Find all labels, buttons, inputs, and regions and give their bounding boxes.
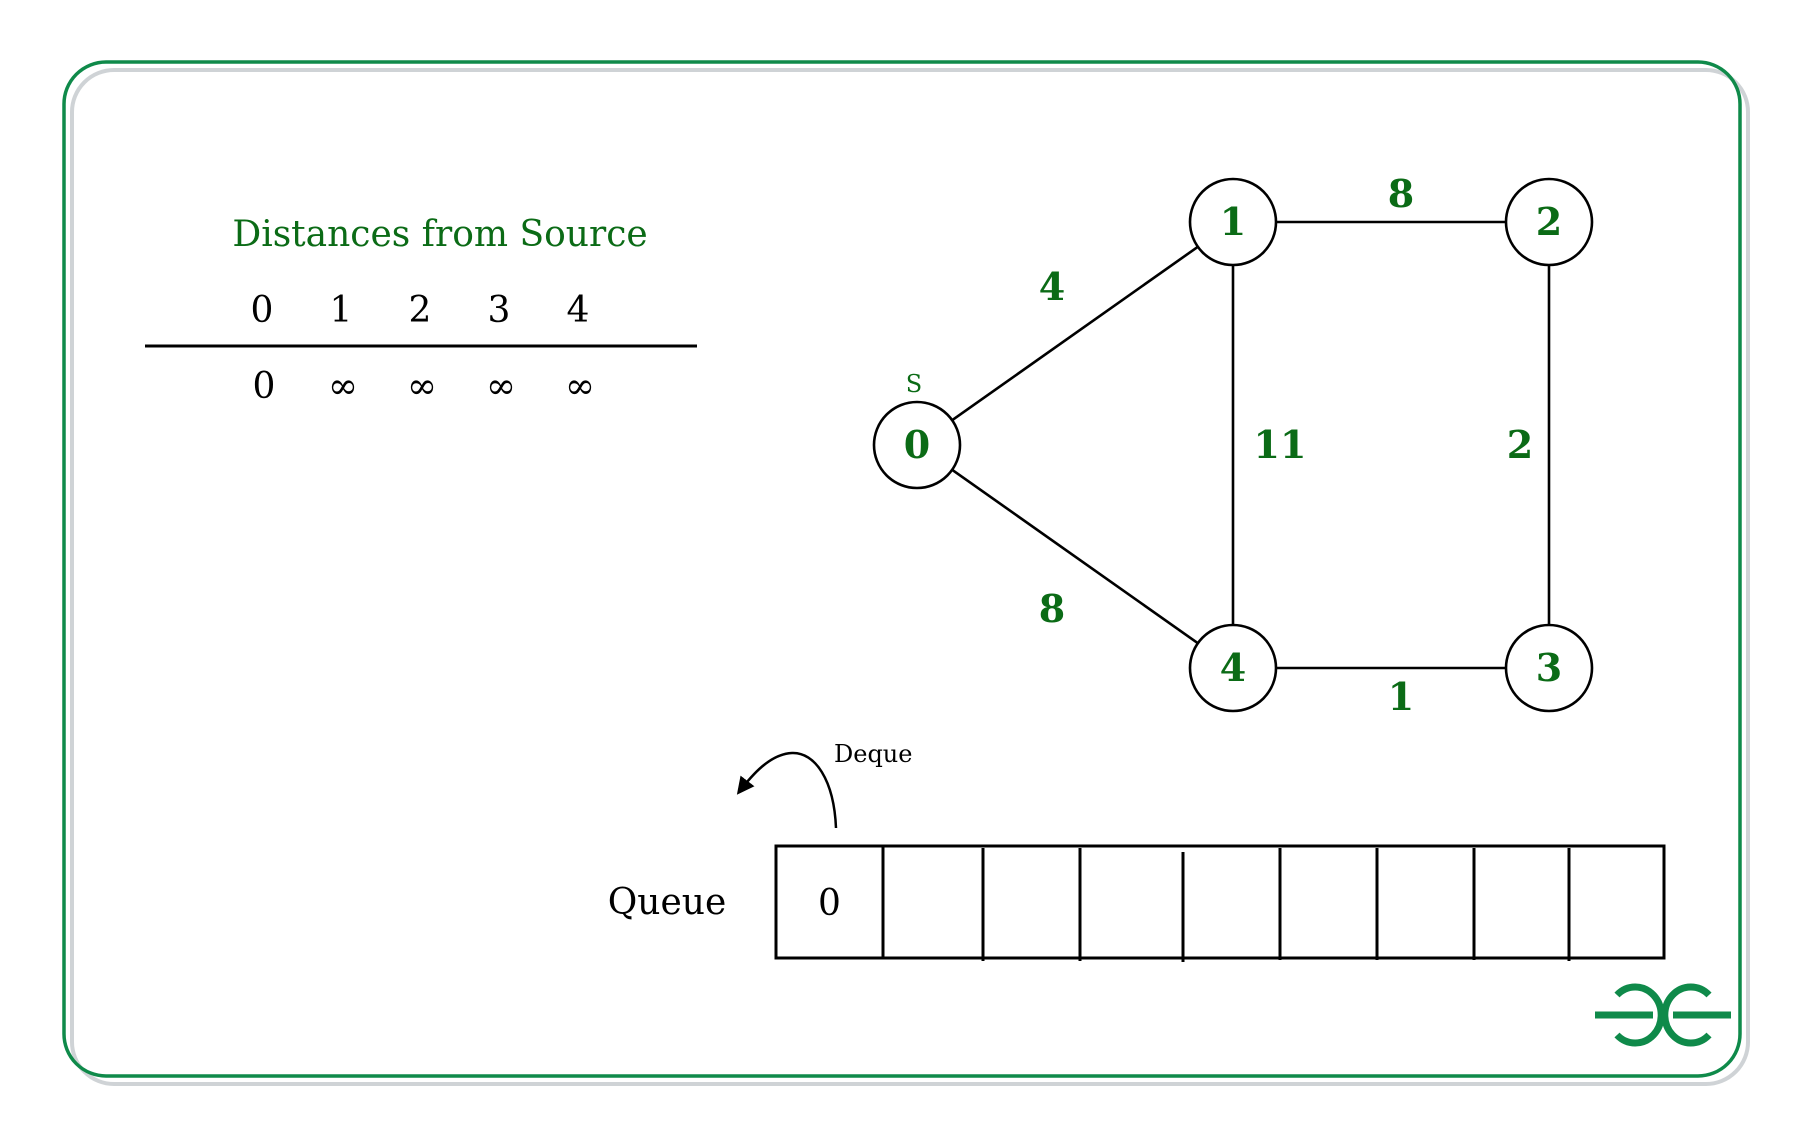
- edge-weight-2-3: 2: [1507, 422, 1533, 467]
- queue-cell-0: 0: [818, 883, 841, 924]
- deque-label: Deque: [834, 740, 912, 768]
- edge-weight-0-1: 4: [1039, 264, 1065, 309]
- graph-node-2: [1504, 177, 1594, 267]
- distance-table-values: 0 ∞ ∞ ∞ ∞: [253, 366, 595, 407]
- distance-header-1: 1: [330, 290, 353, 331]
- edge-weight-4-3: 1: [1388, 674, 1414, 719]
- queue-cells: 0: [818, 845, 1571, 962]
- distance-header-4: 4: [567, 290, 590, 331]
- distance-header-0: 0: [251, 290, 274, 331]
- edge-weight-1-4: 11: [1254, 422, 1307, 467]
- edge-weight-0-4: 8: [1039, 586, 1065, 631]
- deque-indicator: Deque: [736, 740, 912, 829]
- queue-box: [774, 844, 1666, 960]
- graph-node-label-2: 2: [1536, 199, 1562, 244]
- distance-header-2: 2: [409, 290, 432, 331]
- distance-value-1: ∞: [328, 366, 358, 407]
- graph-node-label-3: 3: [1536, 645, 1562, 690]
- frame-shadow: [70, 68, 1750, 1086]
- graph-node-0: [872, 400, 962, 490]
- graph-node-1: [1188, 177, 1278, 267]
- edge-0-4: [951, 468, 1199, 645]
- distance-header-3: 3: [488, 290, 511, 331]
- graph-nodes: 0 1 2 3 4: [872, 177, 1594, 713]
- edge-0-1: [951, 245, 1199, 422]
- gfg-logo-icon: [1595, 983, 1731, 1047]
- frame-border: [62, 60, 1742, 1078]
- graph-node-label-0: 0: [904, 422, 930, 467]
- graph-node-label-1: 1: [1220, 199, 1246, 244]
- distance-table-headers: 0 1 2 3 4: [251, 290, 590, 331]
- graph-node-4: [1188, 623, 1278, 713]
- distance-value-3: ∞: [486, 366, 516, 407]
- edge-weight-1-2: 8: [1388, 171, 1414, 216]
- distance-table-title: Distances from Source: [232, 214, 647, 255]
- graph-edge-weights: 4 8 8 11 2 1: [1039, 171, 1533, 719]
- distance-value-0: 0: [253, 366, 276, 407]
- source-marker: S: [906, 370, 922, 398]
- distance-table: Distances from Source 0 1 2 3 4 0 ∞ ∞ ∞ ∞: [145, 214, 697, 407]
- distance-value-2: ∞: [407, 366, 437, 407]
- graph-edges: [951, 220, 1551, 670]
- graph-node-label-4: 4: [1220, 645, 1246, 690]
- queue-label: Queue: [608, 882, 727, 923]
- graph-node-3: [1504, 623, 1594, 713]
- deque-arrow-icon: [736, 751, 838, 829]
- distance-value-4: ∞: [565, 366, 595, 407]
